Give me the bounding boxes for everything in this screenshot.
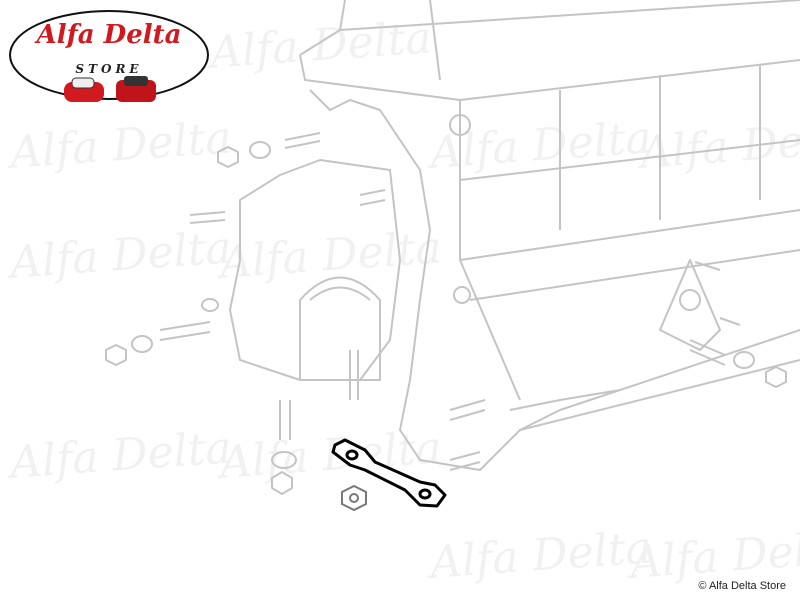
logo-store-text: STORE [75, 62, 143, 76]
copyright-notice: © Alfa Delta Store [698, 580, 786, 592]
nut-part [341, 484, 367, 512]
highlighted-bracket-part [331, 438, 447, 508]
store-logo[interactable]: Alfa Delta STORE [8, 8, 210, 108]
logo-brand-text: Alfa Delta [36, 20, 182, 50]
